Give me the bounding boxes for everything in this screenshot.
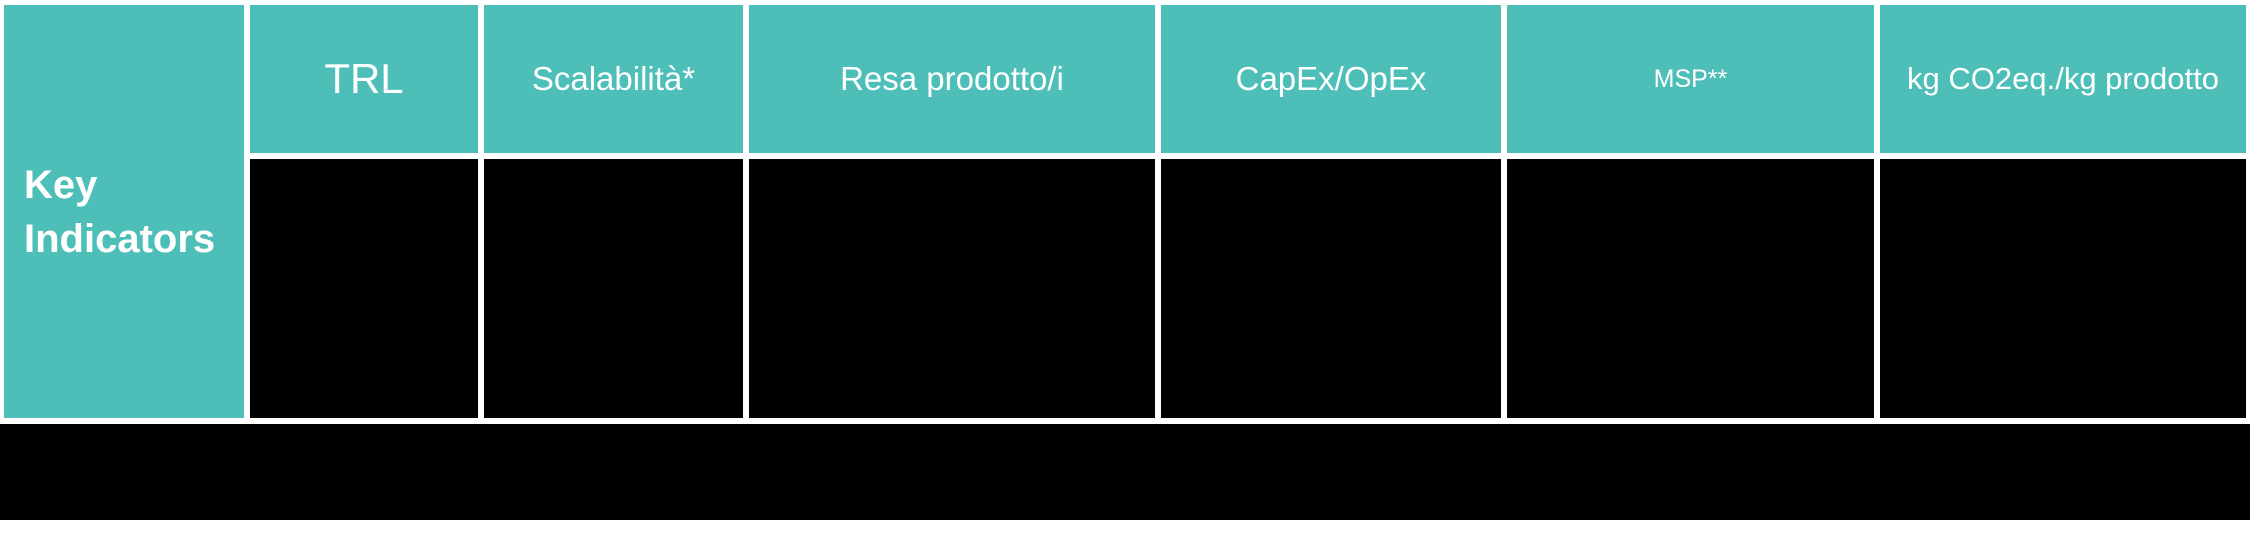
column-header-kg-co2eq: kg CO2eq./kg prodotto xyxy=(1880,5,2246,153)
redacted-bottom-bar xyxy=(0,424,2250,520)
column-header-capex-opex: CapEx/OpEx xyxy=(1161,5,1501,153)
column-header-msp: MSP** xyxy=(1507,5,1874,153)
redacted-cell-resa-prodotto xyxy=(749,159,1155,418)
redacted-cell-msp xyxy=(1507,159,1874,418)
column-header-scalabilita: Scalabilità* xyxy=(484,5,743,153)
redacted-cell-capex-opex xyxy=(1161,159,1501,418)
column-header-trl: TRL xyxy=(250,5,478,153)
column-header-resa-prodotto: Resa prodotto/i xyxy=(749,5,1155,153)
redacted-cell-kg-co2eq xyxy=(1880,159,2246,418)
key-indicators-table: Key Indicators TRL Scalabilità* Resa pro… xyxy=(4,5,2246,418)
redacted-cell-trl xyxy=(250,159,478,418)
redacted-cell-scalabilita xyxy=(484,159,743,418)
row-header-key-indicators: Key Indicators xyxy=(4,5,244,418)
